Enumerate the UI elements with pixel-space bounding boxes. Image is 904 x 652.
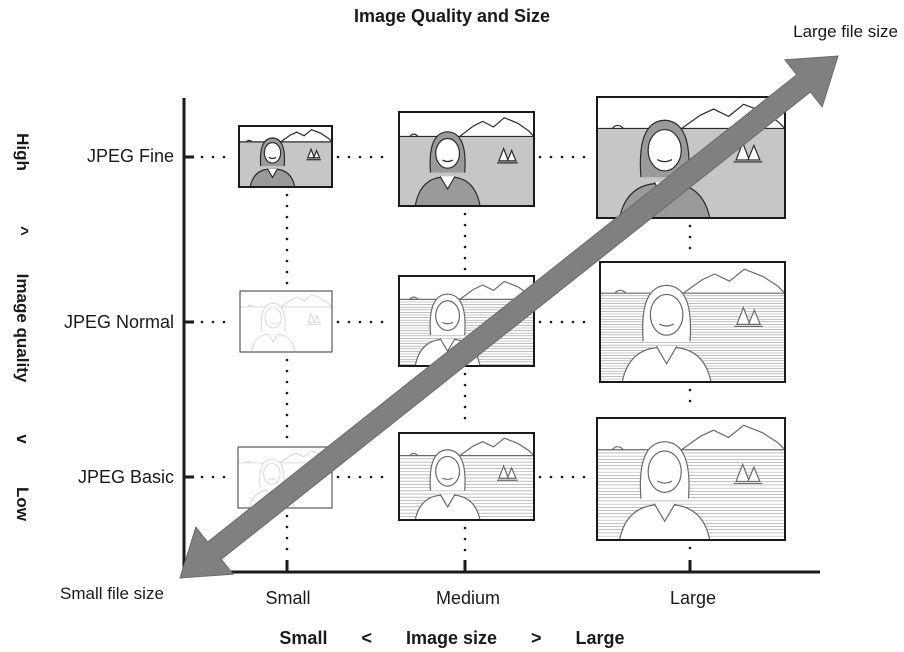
row-label-jpeg-normal: JPEG Normal — [63, 312, 174, 332]
small-file-size-label: Small file size — [60, 584, 164, 603]
row-label-jpeg-basic: JPEG Basic — [77, 467, 174, 487]
col-label-medium: Medium — [435, 588, 501, 608]
x-axis-title-less-than: < — [361, 628, 372, 648]
large-file-size-label: Large file size — [793, 22, 898, 41]
file-size-arrow — [179, 55, 839, 579]
thumbnail-fine — [596, 96, 786, 219]
x-axis-title-greater-than: > — [531, 628, 542, 648]
y-axis-title-caret-down: v — [13, 434, 32, 444]
thumbnail-basic — [398, 432, 535, 521]
x-axis-title-image-size: Image size — [405, 628, 498, 648]
x-axis-title: Small < Image size > Large — [0, 628, 904, 649]
thumbnail-basic — [596, 417, 786, 541]
col-label-large: Large — [669, 588, 717, 608]
y-axis-title-high: High — [13, 133, 32, 171]
x-axis-title-small: Small — [279, 628, 328, 648]
col-label-small: Small — [265, 588, 311, 608]
y-axis-title-low: Low — [13, 487, 32, 521]
y-axis-title-image-quality: Image quality — [13, 273, 32, 383]
row-label-jpeg-fine: JPEG Fine — [86, 146, 174, 166]
thumbnail-fine — [238, 125, 333, 188]
x-axis-title-large: Large — [575, 628, 625, 648]
y-axis-title-caret-up: ^ — [13, 226, 32, 236]
diagram-title: Image Quality and Size — [353, 6, 551, 26]
thumbnail-normal — [599, 261, 786, 383]
thumbnail-fine — [398, 111, 535, 207]
thumbnail-faint — [239, 290, 333, 353]
